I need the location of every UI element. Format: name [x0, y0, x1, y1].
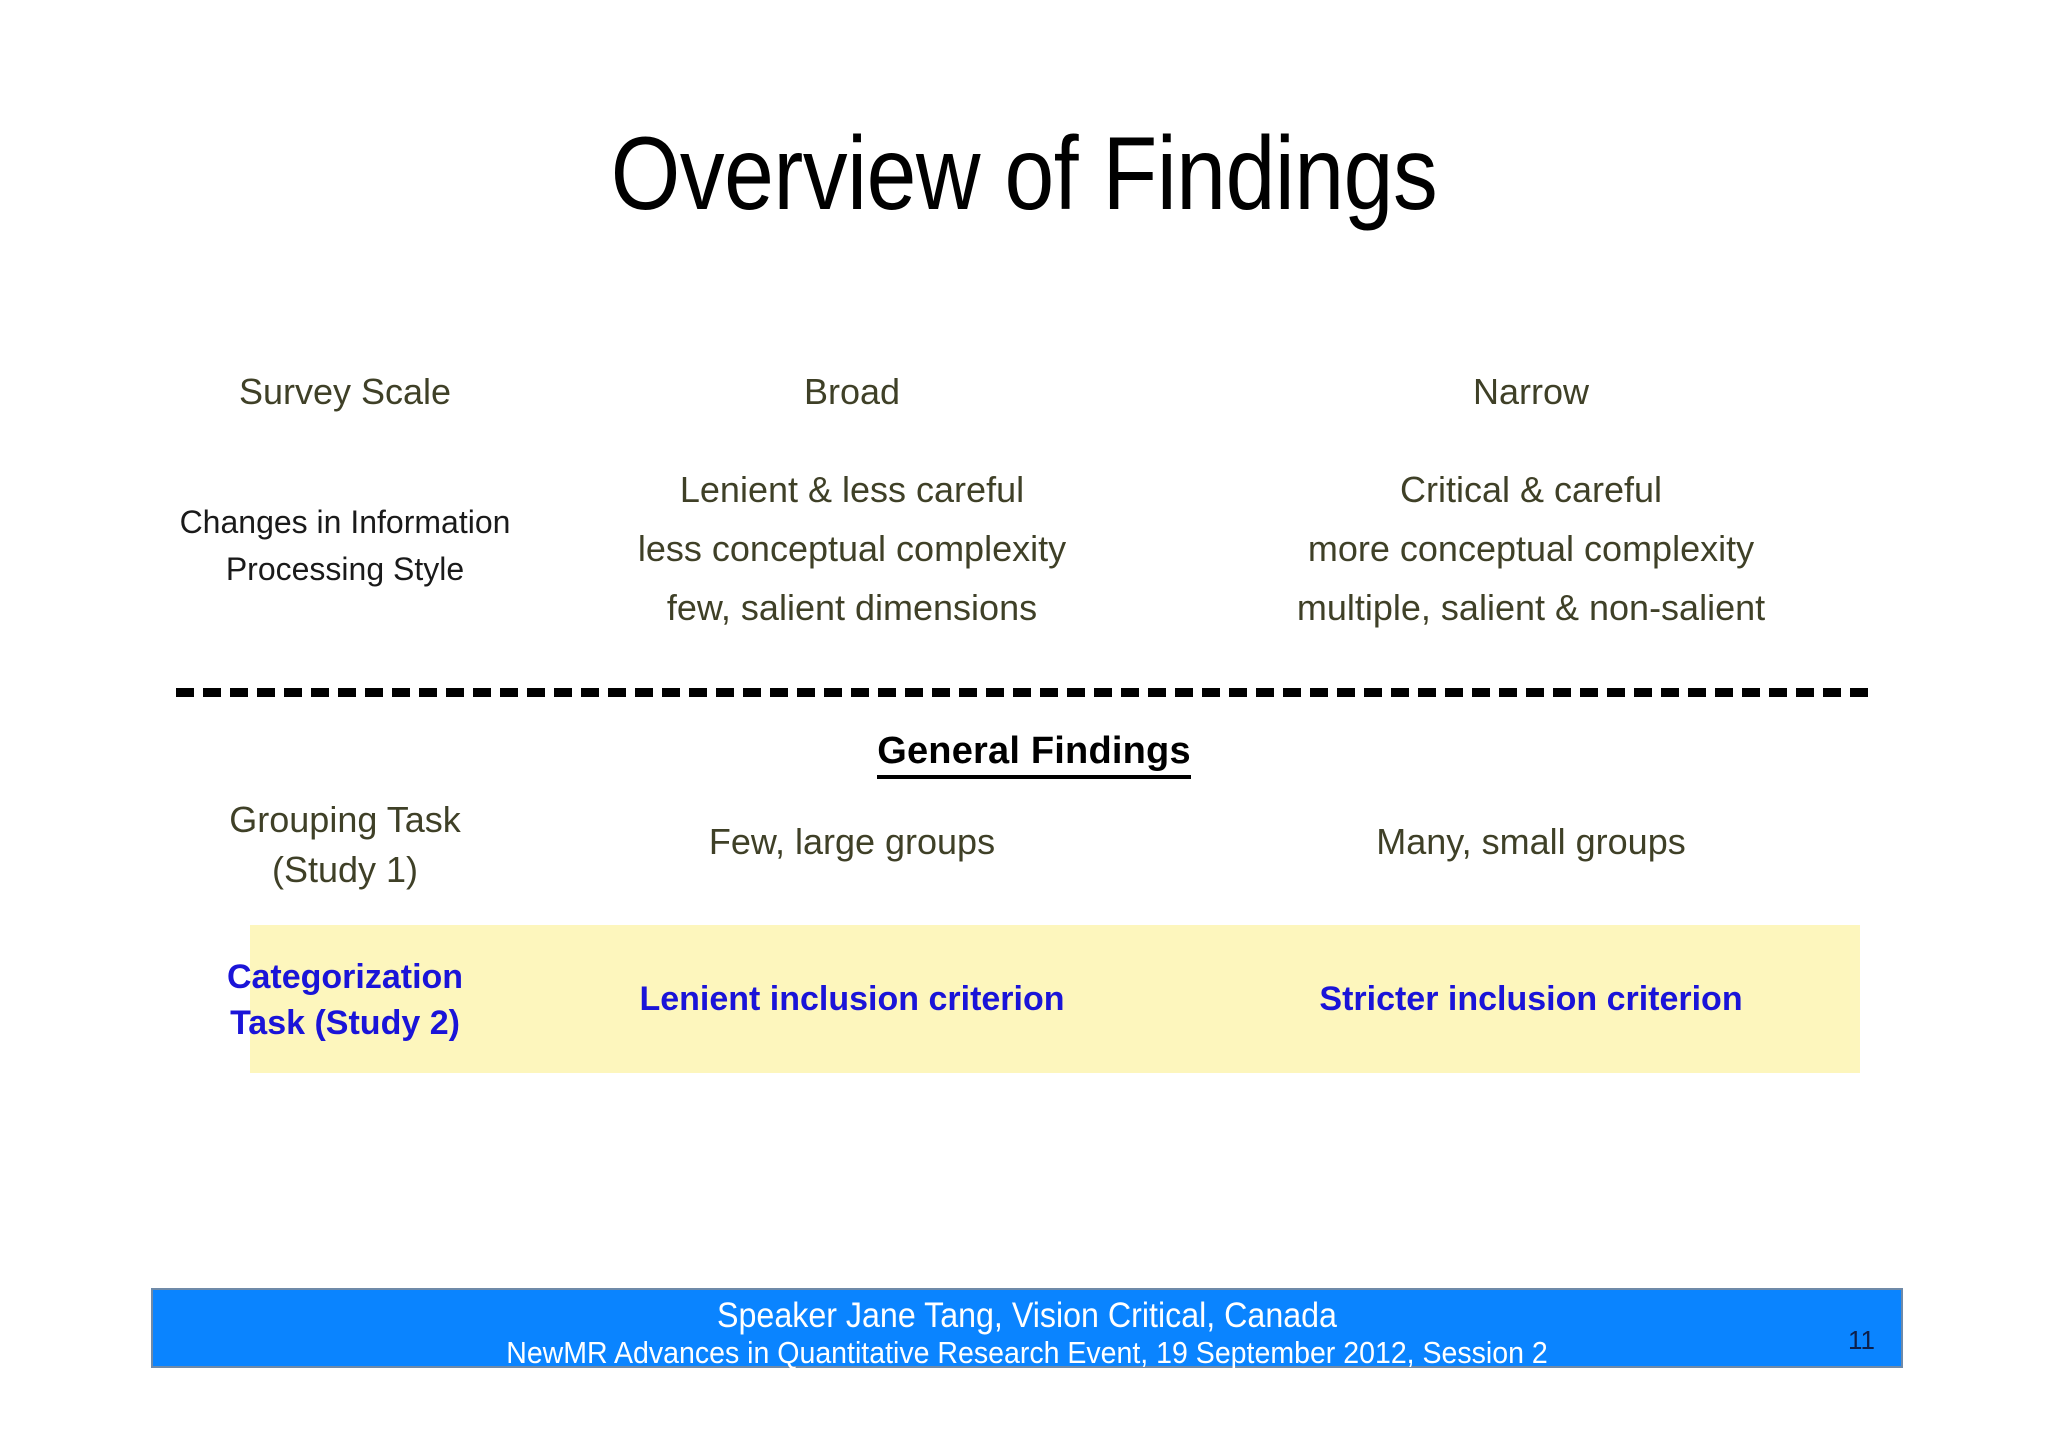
cell-line: less conceptual complexity [637, 527, 1067, 569]
row-label-information-processing: Changes in Information Processing Style [150, 461, 540, 592]
row-categorization-task: Categorization Task (Study 2) Lenient in… [150, 955, 1898, 1047]
general-findings-label: General Findings [877, 730, 1191, 779]
cell-broad-grouping-task: Few, large groups [708, 821, 996, 862]
row-information-processing: Changes in Information Processing Style … [150, 461, 1898, 637]
cell-line: multiple, salient & non-salient [1296, 586, 1766, 628]
cell-line: Critical & careful [1399, 469, 1663, 511]
row-label-line-1: Categorization [226, 958, 464, 996]
row-label-line-1: Changes in Information [179, 504, 511, 541]
cell-line: few, salient dimensions [666, 586, 1038, 628]
row-label-line-1: Grouping Task [229, 799, 461, 840]
header-narrow: Narrow [1472, 371, 1589, 412]
dashed-divider [176, 688, 1868, 697]
header-survey-scale: Survey Scale [238, 371, 452, 412]
cell-narrow-information-processing: Critical & careful more conceptual compl… [1164, 461, 1898, 637]
row-label-categorization-task: Categorization Task (Study 2) [150, 955, 540, 1047]
cell-broad-information-processing: Lenient & less careful less conceptual c… [540, 461, 1164, 637]
cell-line: Lenient & less careful [679, 469, 1025, 511]
header-broad: Broad [803, 371, 901, 412]
highlight-band-categorization [250, 925, 1860, 1073]
page-title: Overview of Findings [610, 116, 1438, 232]
footer-speaker-line: Speaker Jane Tang, Vision Critical, Cana… [717, 1296, 1337, 1335]
matrix-header-row: Survey Scale Broad Narrow [150, 370, 1898, 413]
cell-broad-categorization-task: Lenient inclusion criterion [639, 980, 1065, 1018]
row-label-line-2: Processing Style [225, 550, 465, 587]
general-findings-heading: General Findings [0, 730, 2048, 779]
cell-narrow-grouping-task: Many, small groups [1376, 821, 1686, 862]
row-label-grouping-task: Grouping Task (Study 1) [150, 795, 540, 896]
row-grouping-task: Grouping Task (Study 1) Few, large group… [150, 795, 1898, 896]
row-label-line-2: Task (Study 2) [230, 1003, 460, 1042]
footer-text: Speaker Jane Tang, Vision Critical, Cana… [153, 1296, 1901, 1371]
cell-narrow-categorization-task: Stricter inclusion criterion [1319, 980, 1743, 1018]
footer-bar: Speaker Jane Tang, Vision Critical, Cana… [151, 1288, 1903, 1371]
cell-line: more conceptual complexity [1307, 527, 1755, 569]
slide-number: 11 [1848, 1325, 1875, 1355]
findings-matrix-top: Survey Scale Broad Narrow Changes in Inf… [150, 370, 1898, 637]
row-label-line-2: (Study 1) [271, 849, 419, 891]
footer-event-line: NewMR Advances in Quantitative Research … [506, 1335, 1548, 1371]
